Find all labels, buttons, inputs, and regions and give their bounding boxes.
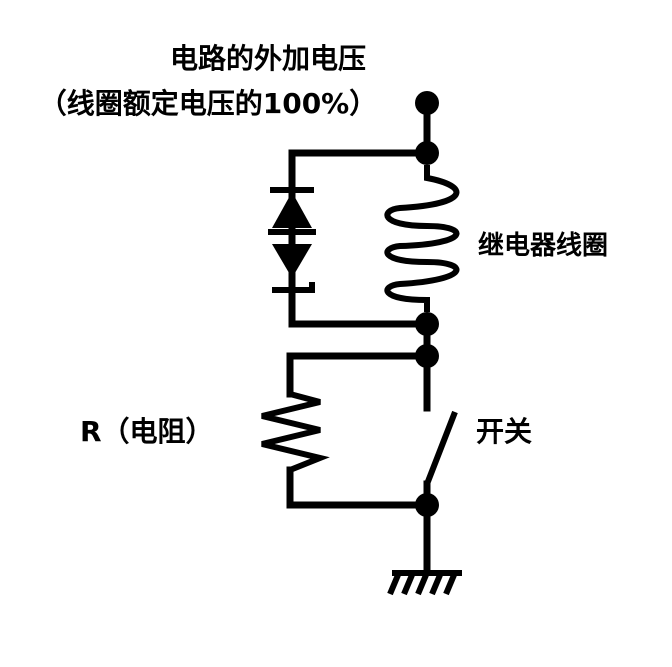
switch-label: 开关 xyxy=(476,415,532,448)
node-top-junction xyxy=(415,141,439,165)
resistor-icon xyxy=(261,391,330,473)
coil-icon xyxy=(384,165,460,312)
supply-voltage-label: 电路的外加电压 xyxy=(170,42,366,75)
relay-coil-label: 继电器线圈 xyxy=(478,230,608,261)
resistor-switch-loop xyxy=(286,320,439,517)
diode-icon xyxy=(268,187,316,293)
coil-diode-loop xyxy=(288,141,439,336)
switch-icon xyxy=(423,352,458,509)
ground-icon xyxy=(387,501,462,596)
supply-voltage-note: （线圈额定电压的100%） xyxy=(39,87,378,120)
resistor-label: R（电阻） xyxy=(80,415,214,448)
